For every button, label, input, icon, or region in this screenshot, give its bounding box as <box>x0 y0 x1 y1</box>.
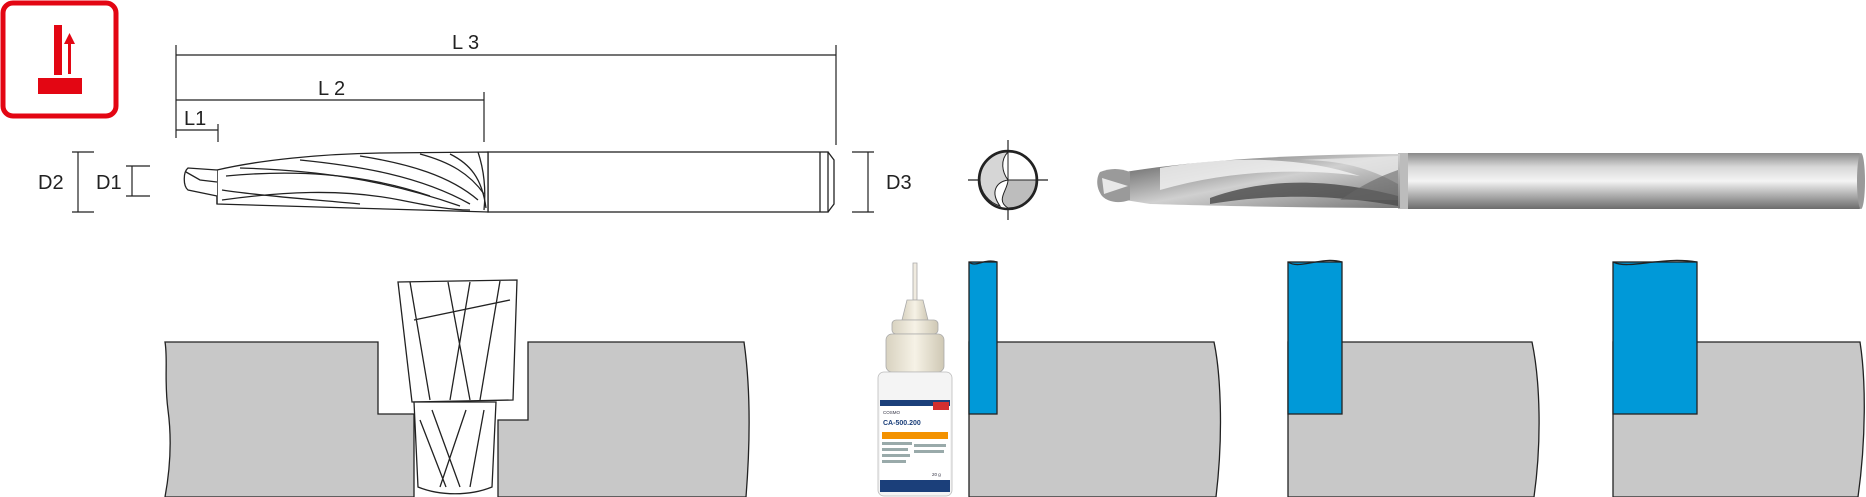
bit-rendering <box>1097 153 1865 209</box>
insert-wide-scene <box>1612 259 1865 497</box>
dimension-label-l2: L 2 <box>318 78 345 100</box>
bit-technical-drawing <box>183 151 835 213</box>
bottle-product-code: CA-500.200 <box>883 420 921 427</box>
bottle-weight: 20 g <box>932 472 941 477</box>
dimension-label-l1: L1 <box>184 108 206 130</box>
dimension-label-l3: L 3 <box>452 32 479 54</box>
dimension-lines <box>72 45 874 213</box>
insert-placed-scene <box>968 260 1222 497</box>
insert-flush-scene <box>1287 259 1540 497</box>
end-view-cross-section-icon <box>968 140 1048 220</box>
dimension-label-d2: D2 <box>38 172 64 194</box>
bottle-brand: COSMO <box>883 410 901 415</box>
panel-cutting-scene <box>164 279 750 497</box>
glue-bottle: 19335 COSMO CA-500.200 20 g <box>877 262 953 497</box>
dimension-label-d3: D3 <box>886 172 912 194</box>
upcut-downcut-direction-icon <box>0 0 119 119</box>
dimension-label-d1: D1 <box>96 172 122 194</box>
